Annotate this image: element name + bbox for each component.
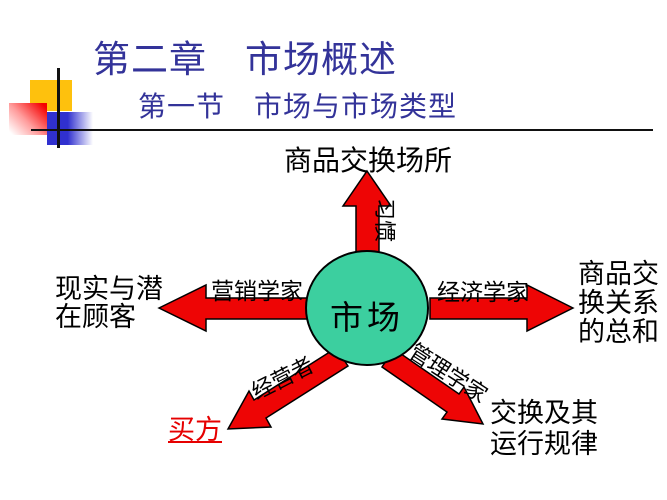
definition-left: 现实与潜在顾客	[55, 274, 163, 333]
definition-top: 商品交换场所	[284, 144, 453, 177]
slide-title: 第二章 市场概述	[93, 38, 397, 81]
definition-right: 商品交换关系的总和	[578, 259, 659, 348]
decor-vertical-line	[57, 68, 60, 148]
arrow-label-right: 经济学家	[437, 280, 529, 306]
title-divider-line	[31, 129, 653, 131]
arrow-label-top: 习惯	[371, 198, 396, 243]
slide-subtitle: 第一节 市场与市场类型	[138, 90, 458, 123]
market-circle-label: 市场	[330, 298, 404, 337]
definition-bottom-right: 交换及其运行规律	[490, 398, 598, 460]
decor-blue-square	[47, 112, 93, 145]
market-circle	[305, 250, 429, 366]
right-arrow	[429, 283, 575, 333]
arrow-label-left: 营销学家	[211, 279, 303, 305]
definition-bottom-left: 买方	[168, 415, 222, 446]
